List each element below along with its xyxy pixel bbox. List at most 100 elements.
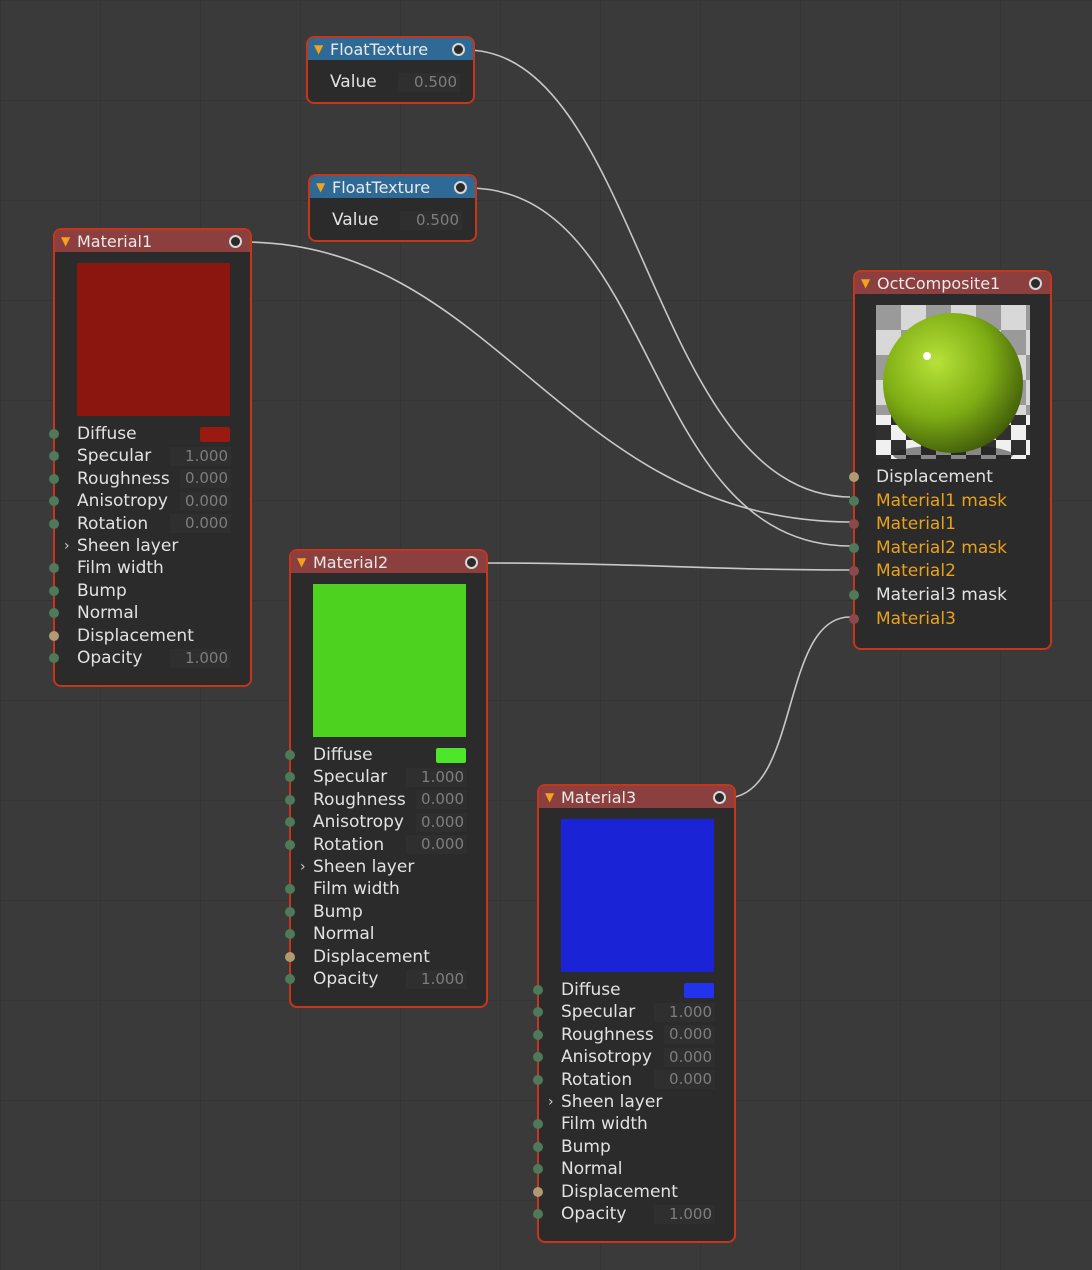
input-pin-icon[interactable]: [849, 590, 859, 600]
float-texture-node-2[interactable]: ▼ FloatTexture Value 0.500: [308, 174, 477, 242]
param-row-diffuse[interactable]: Diffuse: [285, 744, 486, 766]
input-pin-icon[interactable]: [849, 566, 859, 577]
param-row-displacement[interactable]: Displacement: [49, 625, 250, 647]
input-pin-icon[interactable]: [849, 495, 859, 506]
wire-float1-to-material1-mask[interactable]: [465, 49, 851, 498]
output-pin-icon[interactable]: [465, 556, 478, 569]
input-pin-icon[interactable]: [533, 1141, 543, 1152]
param-value-field[interactable]: 0.000: [406, 835, 467, 855]
param-row-sheen-layer[interactable]: ›Sheen layer: [55, 535, 250, 557]
output-pin-icon[interactable]: [713, 791, 726, 804]
expand-chevron-icon[interactable]: ›: [548, 1094, 554, 1110]
output-pin-icon[interactable]: [452, 43, 465, 56]
input-pin-icon[interactable]: [285, 817, 295, 828]
input-pin-icon[interactable]: [533, 985, 543, 995]
node-header[interactable]: ▼ Material2: [291, 551, 486, 573]
input-pin-icon[interactable]: [533, 1164, 543, 1175]
input-pin-icon[interactable]: [49, 473, 59, 484]
param-value-field[interactable]: 1.000: [406, 969, 467, 989]
param-row-bump[interactable]: Bump: [285, 901, 486, 923]
wire-material1-to-composite[interactable]: [241, 241, 851, 523]
wire-material3-to-composite[interactable]: [725, 616, 851, 799]
param-row-diffuse[interactable]: Diffuse: [49, 423, 250, 445]
collapse-triangle-icon[interactable]: ▼: [61, 234, 71, 248]
input-pin-icon[interactable]: [49, 451, 59, 462]
output-pin-icon[interactable]: [454, 181, 467, 194]
input-pin-icon[interactable]: [285, 951, 295, 962]
diffuse-color-swatch[interactable]: [436, 747, 466, 763]
input-pin-icon[interactable]: [285, 794, 295, 805]
input-pin-icon[interactable]: [285, 772, 295, 783]
collapse-triangle-icon[interactable]: ▼: [314, 42, 324, 56]
param-row-bump[interactable]: Bump: [533, 1136, 734, 1158]
input-pin-icon[interactable]: [49, 653, 59, 663]
value-field[interactable]: 0.500: [400, 210, 462, 230]
input-pin-icon[interactable]: [849, 542, 859, 553]
input-pin-icon[interactable]: [849, 519, 859, 530]
diffuse-color-swatch[interactable]: [684, 982, 714, 998]
param-value-field[interactable]: 1.000: [170, 446, 231, 466]
param-row-displacement[interactable]: Displacement: [533, 1181, 734, 1203]
param-value-field[interactable]: 0.000: [180, 469, 231, 489]
param-value-field[interactable]: 1.000: [654, 1204, 715, 1224]
node-header[interactable]: ▼ FloatTexture: [310, 176, 475, 198]
param-row-normal[interactable]: Normal: [533, 1158, 734, 1180]
expand-chevron-icon[interactable]: ›: [64, 538, 70, 554]
node-header[interactable]: ▼ Material3: [539, 786, 734, 808]
output-pin-icon[interactable]: [229, 235, 242, 248]
input-pin-icon[interactable]: [533, 1007, 543, 1018]
collapse-triangle-icon[interactable]: ▼: [297, 555, 307, 569]
input-pin-icon[interactable]: [533, 1074, 543, 1085]
param-value-field[interactable]: 0.000: [664, 1047, 715, 1067]
input-row-material2-mask[interactable]: Material2 mask: [849, 537, 1050, 559]
float-texture-node-1[interactable]: ▼ FloatTexture Value 0.500: [306, 36, 475, 104]
input-pin-icon[interactable]: [533, 1119, 543, 1130]
input-pin-icon[interactable]: [49, 563, 59, 574]
input-pin-icon[interactable]: [49, 518, 59, 529]
param-value-field[interactable]: 1.000: [406, 767, 467, 787]
param-value-field[interactable]: 0.000: [416, 790, 467, 810]
input-pin-icon[interactable]: [49, 496, 59, 507]
input-pin-icon[interactable]: [49, 429, 59, 439]
node-header[interactable]: ▼ Material1: [55, 230, 250, 252]
param-row-normal[interactable]: Normal: [49, 602, 250, 624]
input-pin-icon[interactable]: [533, 1186, 543, 1197]
output-pin-icon[interactable]: [1029, 277, 1042, 290]
input-pin-icon[interactable]: [285, 929, 295, 940]
input-pin-icon[interactable]: [533, 1029, 543, 1040]
param-value-field[interactable]: 1.000: [654, 1002, 715, 1022]
wire-material2-to-composite[interactable]: [476, 562, 851, 571]
wire-float2-to-material2-mask[interactable]: [467, 187, 851, 547]
param-row-film-width[interactable]: Film width: [49, 557, 250, 579]
param-row-bump[interactable]: Bump: [49, 580, 250, 602]
collapse-triangle-icon[interactable]: ▼: [316, 180, 326, 194]
collapse-triangle-icon[interactable]: ▼: [545, 790, 555, 804]
input-pin-icon[interactable]: [285, 974, 295, 984]
expand-chevron-icon[interactable]: ›: [300, 859, 306, 875]
input-pin-icon[interactable]: [849, 613, 859, 624]
param-row-film-width[interactable]: Film width: [533, 1113, 734, 1135]
param-row-normal[interactable]: Normal: [285, 923, 486, 945]
node-header[interactable]: ▼ FloatTexture: [308, 38, 473, 60]
input-row-displacement[interactable]: Displacement: [849, 466, 1050, 488]
input-row-material1-mask[interactable]: Material1 mask: [849, 490, 1050, 512]
param-value-field[interactable]: 0.000: [170, 514, 231, 534]
param-row-sheen-layer[interactable]: ›Sheen layer: [291, 856, 486, 878]
input-pin-icon[interactable]: [533, 1052, 543, 1063]
param-value-field[interactable]: 0.000: [664, 1025, 715, 1045]
input-pin-icon[interactable]: [849, 472, 859, 482]
param-row-displacement[interactable]: Displacement: [285, 946, 486, 968]
diffuse-color-swatch[interactable]: [200, 426, 230, 442]
